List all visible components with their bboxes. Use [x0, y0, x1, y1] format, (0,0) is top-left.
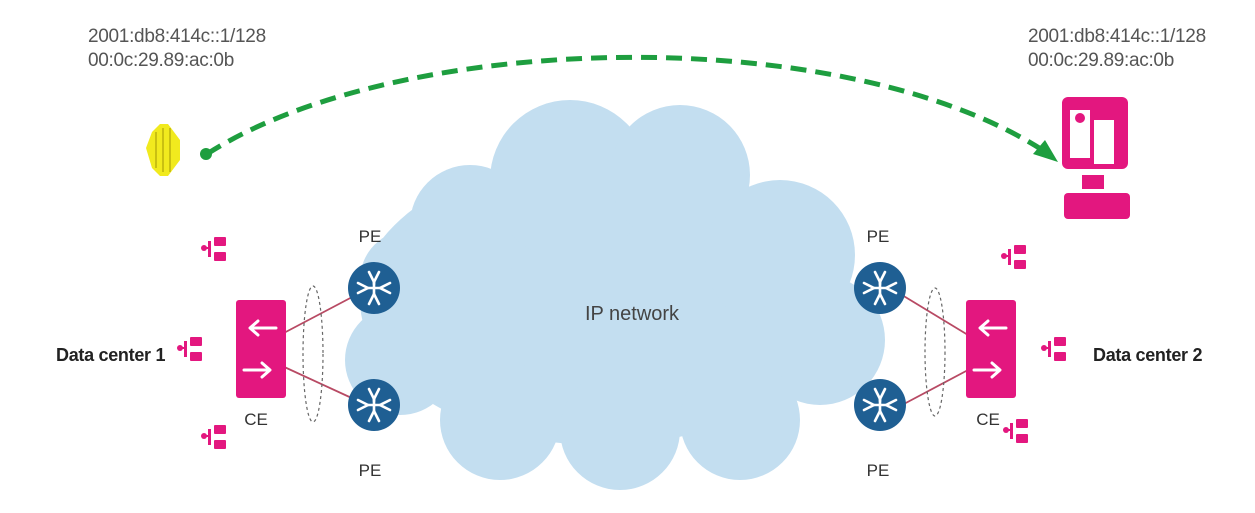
left-pe-bottom-router-icon	[346, 377, 402, 433]
right-server-icon	[1001, 245, 1026, 269]
right-host-mac: 00:0c:29.89:ac:0b	[1028, 50, 1174, 71]
yellow-speaker-icon	[146, 124, 180, 176]
computer-icon	[1062, 97, 1130, 219]
left-server-icon	[201, 425, 226, 449]
left-server-icon	[201, 237, 226, 261]
left-host-mac: 00:0c:29.89:ac:0b	[88, 50, 234, 71]
right-links	[901, 287, 969, 417]
left-pe-top-label: PE	[359, 227, 382, 246]
left-ce-switch-icon	[236, 300, 286, 398]
left-server-icon	[177, 337, 202, 361]
cloud-label: IP network	[585, 303, 680, 325]
right-pe-top-router-icon	[852, 260, 908, 316]
right-pe-top-label: PE	[867, 227, 890, 246]
right-host-ipv6: 2001:db8:414c::1/128	[1028, 26, 1206, 47]
right-server-icon	[1041, 337, 1066, 361]
left-pe-bottom-label: PE	[359, 461, 382, 480]
left-links	[279, 285, 357, 423]
vm-migration-arrow	[200, 54, 1058, 162]
left-host-ipv6: 2001:db8:414c::1/128	[88, 26, 266, 47]
right-ce-label: CE	[976, 410, 1000, 429]
data-center-2-label: Data center 2	[1093, 345, 1202, 365]
right-pe-bottom-router-icon	[852, 377, 908, 433]
right-ce-switch-icon	[966, 300, 1016, 398]
data-center-1-label: Data center 1	[56, 345, 165, 365]
right-pe-bottom-label: PE	[867, 461, 890, 480]
right-server-icon	[1003, 419, 1028, 443]
left-pe-top-router-icon	[346, 260, 402, 316]
left-ce-label: CE	[244, 410, 268, 429]
cloud-icon	[345, 100, 885, 490]
